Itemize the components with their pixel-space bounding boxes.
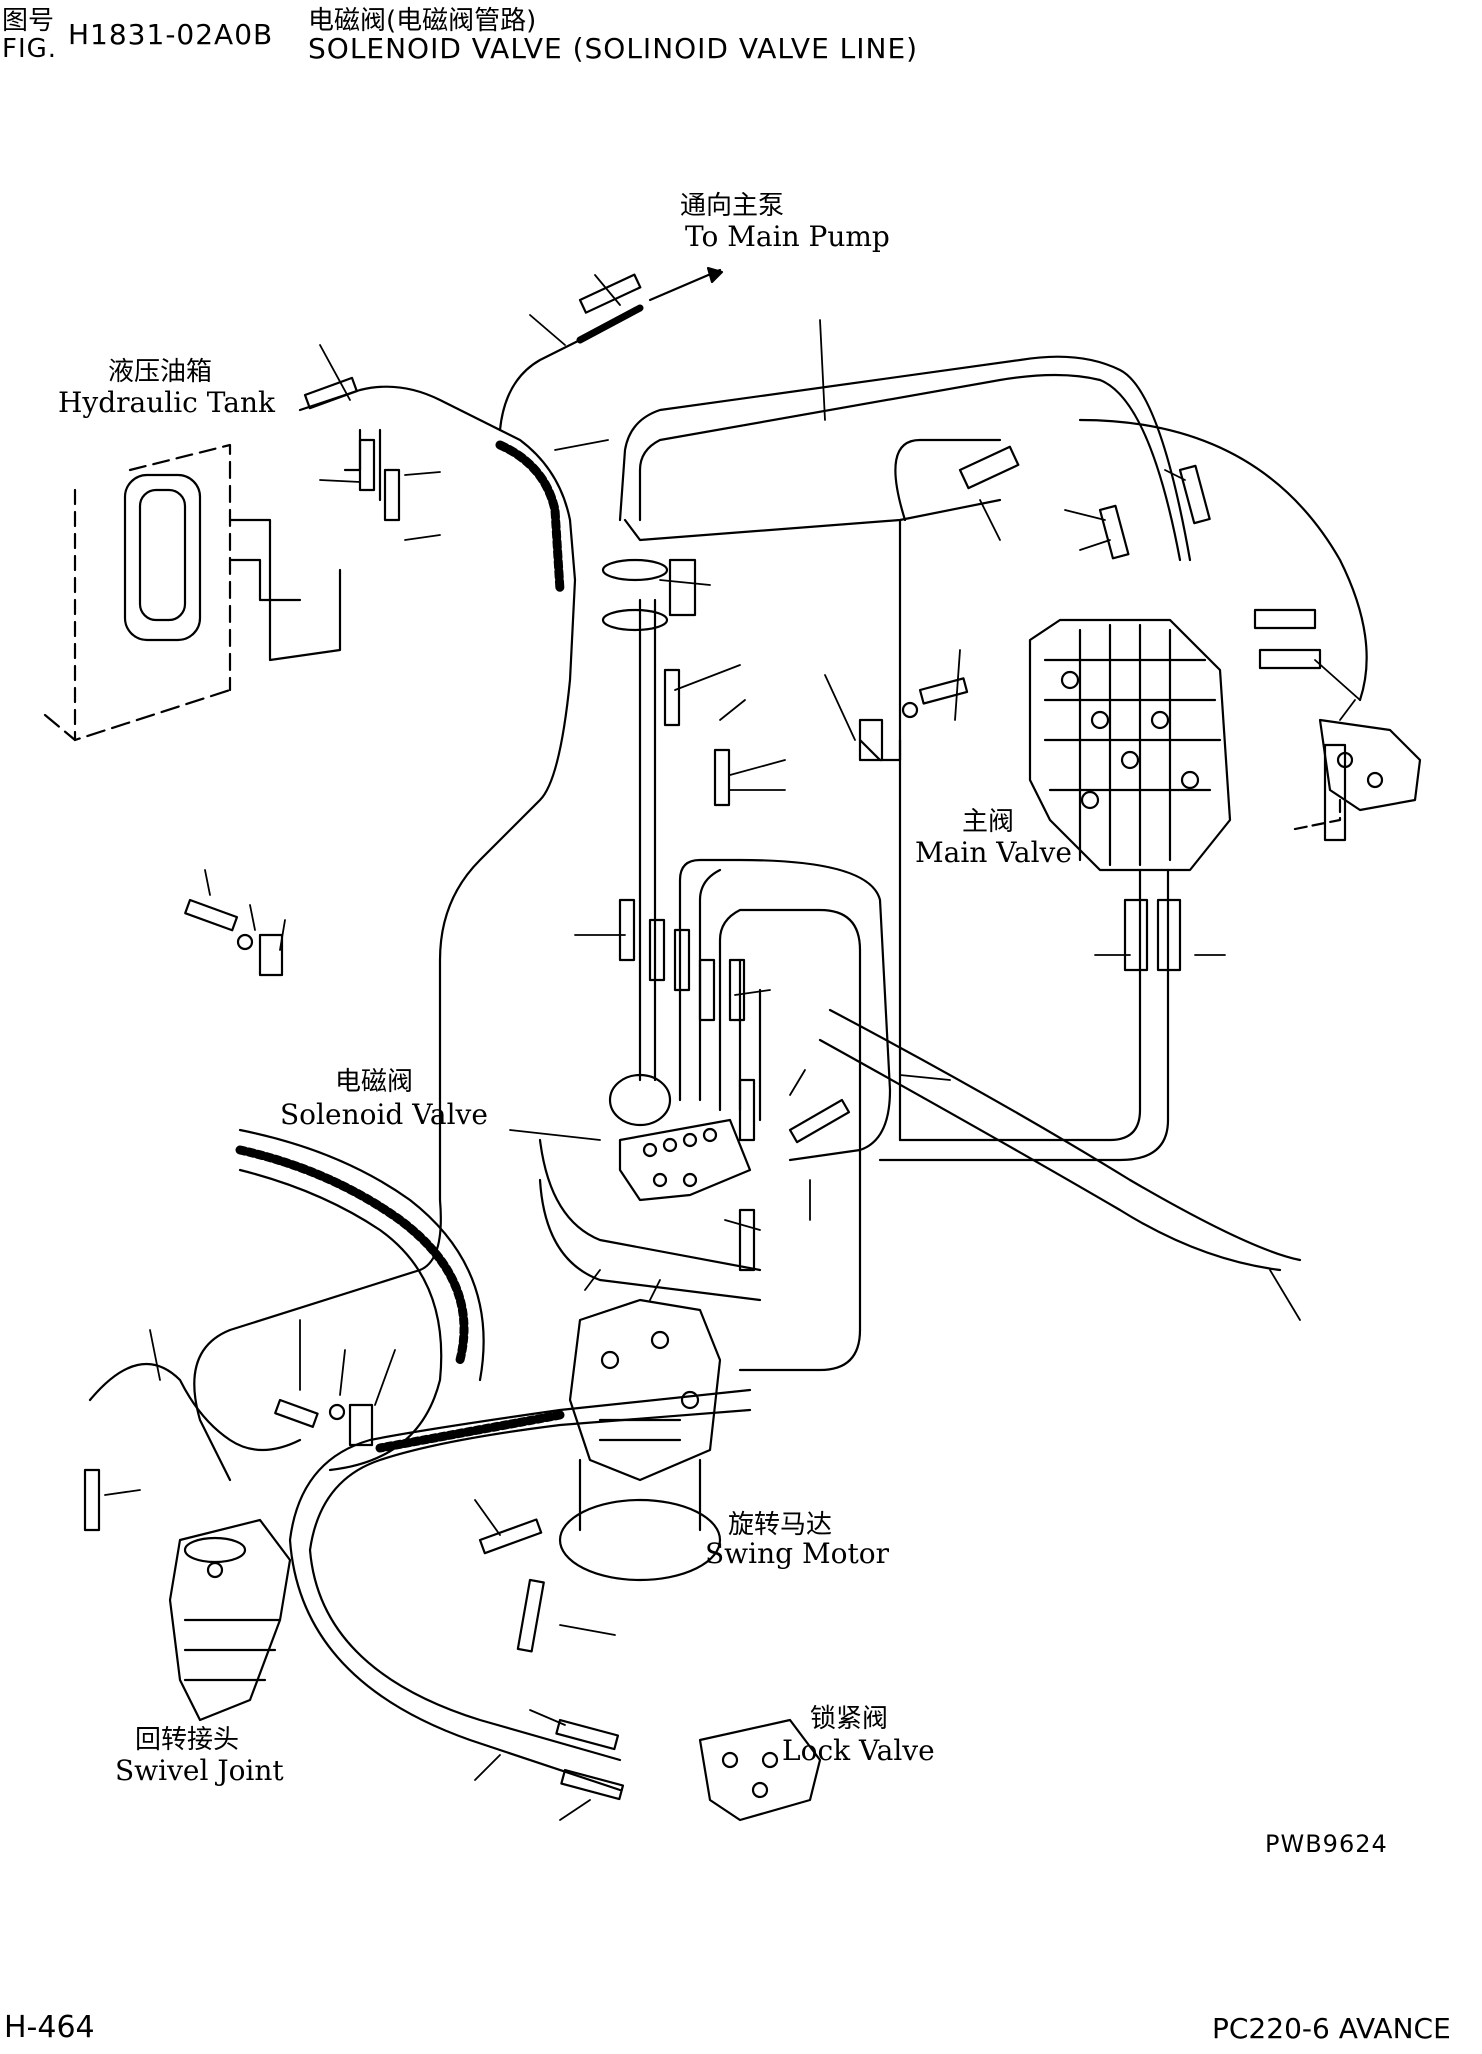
solenoid-lines (538, 858, 1302, 1372)
tank-label-en: Hydraulic Tank (58, 386, 276, 419)
lock-valve-label-en: Lock Valve (782, 1734, 935, 1767)
pilot-lines (618, 355, 1368, 1142)
line-clamps (601, 558, 902, 762)
solenoid-label-en: Solenoid Valve (280, 1098, 488, 1131)
bolts-and-washers (184, 677, 969, 1447)
figure-label-en: FIG. (2, 34, 58, 64)
leader-lines (104, 274, 1361, 1821)
hose-fittings (83, 273, 851, 1801)
main-valve-label-en: Main Valve (915, 836, 1072, 869)
title-cn: 电磁阀(电磁阀管路) (308, 6, 537, 36)
hydraulic-tank (43, 443, 342, 742)
tank-label-cn: 液压油箱 (108, 357, 212, 387)
main-pump-line (498, 266, 724, 432)
lock-valve-label-cn: 锁紧阀 (810, 1704, 888, 1734)
swivel-joint (168, 1518, 292, 1722)
figure-number: H1831-02A0B (68, 18, 274, 51)
swing-motor (558, 1298, 722, 1582)
model-name: PC220-6 AVANCE (1212, 2012, 1451, 2045)
main-valve-fittings (958, 445, 1347, 972)
solenoid-valve (608, 1073, 752, 1202)
figure-label-cn: 图号 (2, 6, 55, 36)
pilot-valve-block (1288, 718, 1422, 832)
tank-hose (193, 385, 577, 1482)
main-pump-label-cn: 通向主泵 (680, 191, 784, 221)
lock-valve (698, 1718, 822, 1822)
solenoid-label-cn: 电磁阀 (335, 1067, 413, 1097)
swing-motor-label-en: Swing Motor (705, 1537, 890, 1570)
page-number: H-464 (4, 2010, 95, 2045)
title-en: SOLENOID VALVE (SOLINOID VALVE LINE) (308, 32, 919, 65)
swing-motor-label-cn: 旋转马达 (728, 1510, 832, 1540)
main-pump-label-en: To Main Pump (685, 220, 890, 253)
main-valve-label-cn: 主阀 (962, 807, 1014, 837)
swivel-joint-label-cn: 回转接头 (135, 1725, 239, 1755)
swivel-joint-label-en: Swivel Joint (115, 1754, 284, 1787)
drawing-code: PWB9624 (1265, 1830, 1388, 1858)
swing-hose-bundle (88, 1128, 752, 1792)
main-valve (878, 618, 1232, 1162)
